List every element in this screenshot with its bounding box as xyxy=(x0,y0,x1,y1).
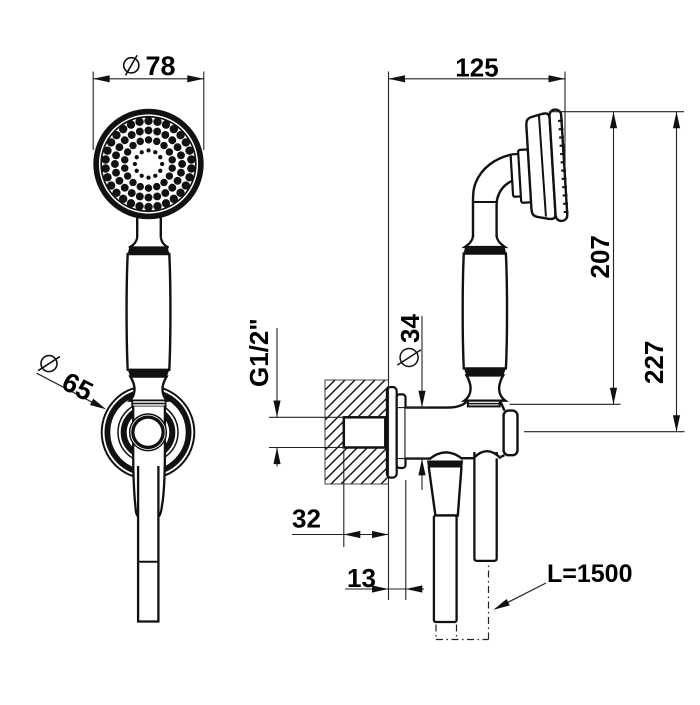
svg-text:78: 78 xyxy=(146,51,176,81)
svg-text:207: 207 xyxy=(585,235,615,278)
svg-text:227: 227 xyxy=(639,341,669,384)
svg-text:125: 125 xyxy=(455,53,498,83)
svg-text:G1/2": G1/2" xyxy=(244,318,274,387)
svg-text:34: 34 xyxy=(395,314,425,343)
svg-text:32: 32 xyxy=(292,504,321,534)
svg-text:L=1500: L=1500 xyxy=(547,560,633,588)
svg-text:13: 13 xyxy=(347,563,376,593)
